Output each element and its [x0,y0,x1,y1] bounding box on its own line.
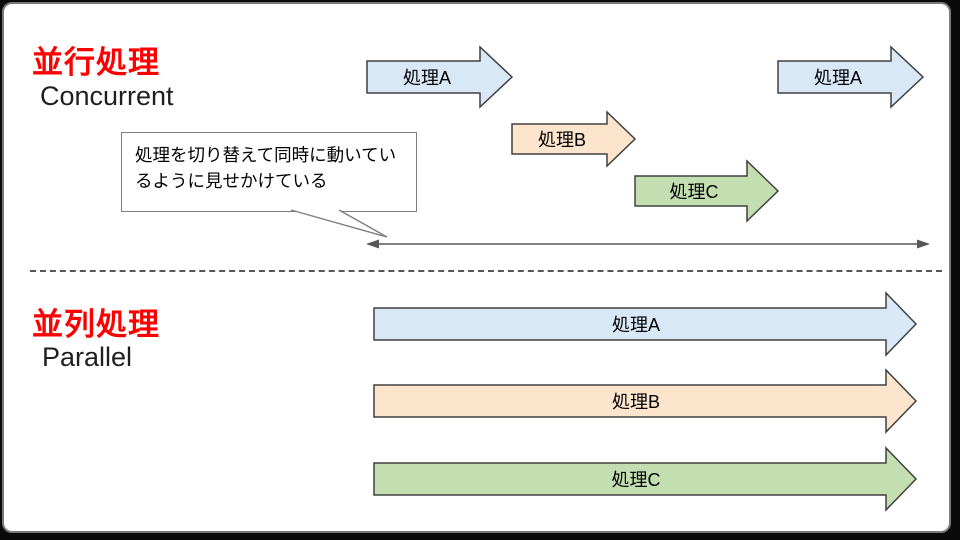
parallel-arrow-a: 処理A [373,291,918,357]
callout-text-line2: るように見せかけている [135,171,328,191]
concurrent-arrow-a2-label: 処理A [814,68,862,88]
parallel-arrow-c-label: 処理C [612,470,661,490]
concurrent-arrow-b: 処理B [511,110,637,168]
concurrent-arrow-a1-label: 処理A [403,68,451,88]
slide: 並行処理 Concurrent 処理A 処理B 処理C 処理A 処理を切り替えて… [2,2,951,533]
time-axis-arrow [366,239,930,249]
section-divider [30,270,942,272]
concurrent-arrow-c: 処理C [634,159,780,223]
callout-text-line1: 処理を切り替えて同時に動いてい [135,145,397,165]
callout: 処理を切り替えて同時に動いてい るように見せかけている [121,132,417,212]
concurrent-arrow-c-label: 処理C [670,182,719,202]
parallel-title: 並列処理 [32,307,160,342]
parallel-arrow-b: 処理B [373,368,918,434]
parallel-arrow-c: 処理C [373,446,918,512]
parallel-subtitle: Parallel [42,342,133,372]
concurrent-subtitle: Concurrent [40,81,174,111]
callout-tail [290,209,388,238]
concurrent-arrow-a1: 処理A [366,45,514,109]
concurrent-arrow-a2: 処理A [777,45,925,109]
concurrent-arrow-b-label: 処理B [538,130,586,150]
parallel-arrow-a-label: 処理A [612,315,660,335]
parallel-arrow-b-label: 処理B [612,392,660,412]
concurrent-title: 並行処理 [32,45,160,80]
